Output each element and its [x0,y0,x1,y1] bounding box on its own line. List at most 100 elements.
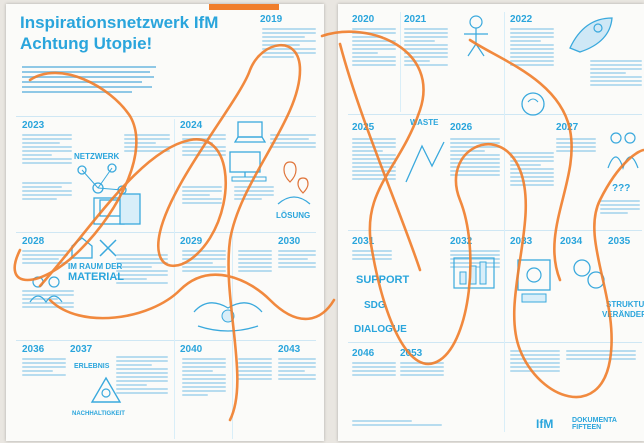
text-block [182,358,226,398]
year-label: 2035 [608,236,631,247]
year-label: 2053 [400,348,423,359]
year-label: 2037 [70,344,93,355]
divider [504,12,505,432]
chart-sketch-icon [453,257,495,289]
year-label: 2021 [404,14,427,25]
text-block [262,28,316,60]
year-label: 2043 [278,344,301,355]
text-block [352,28,396,68]
documenta-logo: DOKUMENTA FIFTEEN [572,417,617,431]
poster-left: Inspirationsnetzwerk IfM Achtung Utopie!… [6,4,324,441]
sketch-label-dialogue: DIALOGUE [354,324,407,335]
map-pins-sketch-icon [277,161,311,205]
text-block [352,362,396,378]
year-label: 2027 [556,122,579,133]
year-label: 2024 [180,120,203,131]
people-sketch-icon [29,276,63,304]
text-block [278,358,316,382]
sketch-label-sdg: SDG [364,300,386,311]
year-label: 2029 [180,236,203,247]
year-label: 2020 [352,14,375,25]
figure-sketch-icon [464,15,488,57]
year-label: 2032 [450,236,473,247]
documenta-logo-line2: FIFTEEN [572,424,602,431]
sketch-label-q: ??? [612,183,631,194]
text-block [278,250,316,270]
divider [348,114,642,115]
text-block [270,134,316,150]
documenta-logo-line1: DOKUMENTA [572,417,617,424]
year-label: 2019 [260,14,283,25]
text-block [590,60,642,88]
year-label: 2046 [352,348,375,359]
text-block [510,152,554,188]
year-label: 2030 [278,236,301,247]
poster-subtitle: Achtung Utopie! [20,34,153,53]
hands-sketch-icon [193,302,263,332]
sketch-label-struktur: STRUKTUR [606,300,644,309]
text-block [400,362,444,378]
text-block [182,134,226,158]
year-label: 2023 [22,120,45,131]
ifm-logo: IfM [536,417,554,431]
text-block [238,250,272,274]
text-block [600,200,640,216]
text-block [352,250,392,262]
machine-sketch-icon [517,259,551,303]
sketch-label-support: SUPPORT [356,274,410,286]
3d-printer-sketch-icon [93,193,141,225]
sketch-label-veraendern: VERÄNDERN [602,310,644,319]
house-sketch-icon [71,237,117,259]
poster-right: 2020 2021 2022 2025 2026 2027 2031 2032 … [338,4,644,441]
rocket-sketch-icon [569,17,613,53]
divider [16,340,316,341]
year-label: 2036 [22,344,45,355]
year-label: 2025 [352,122,375,133]
divider [348,230,642,231]
text-block [182,250,226,274]
text-block [352,138,396,182]
sketch-label-erlebnis: ERLEBNIS [74,363,110,370]
divider [16,232,316,233]
year-label: 2026 [450,122,473,133]
poster-title: Inspirationsnetzwerk IfM [20,13,219,32]
head-sketch-icon [521,92,545,116]
laptop-sketch-icon [234,121,266,143]
text-block [404,28,448,68]
gears-sketch-icon [573,259,605,289]
sketch-label-material: MATERIAL [68,271,125,283]
sketch-label-im-raum: IM RAUM DER [68,262,123,271]
text-block [566,350,636,362]
text-block [182,186,222,206]
footer-text [352,420,502,428]
divider [348,342,642,343]
orange-tab [209,4,279,10]
recycle-sketch-icon [90,376,122,403]
sketch-label-nachhaltigkeit: NACHHALTIGKEIT [72,411,125,417]
sketch-label-waste: WASTE [410,118,439,127]
sketch-label-loesung: LÖSUNG [276,211,311,220]
text-block [234,186,274,202]
divider [400,12,401,112]
year-label: 2040 [180,344,203,355]
text-block [22,182,72,202]
graph-sketch-icon [405,141,445,183]
crowd-sketch-icon [607,132,639,170]
text-block [556,138,596,154]
year-label: 2034 [560,236,583,247]
text-block [510,350,560,374]
intro-text [22,66,158,96]
year-label: 2022 [510,14,533,25]
text-block [22,134,72,166]
computer-sketch-icon [229,151,267,182]
year-label: 2033 [510,236,533,247]
divider [16,116,316,117]
text-block [22,358,66,378]
text-block [238,358,272,382]
text-block [450,138,500,178]
divider [174,119,175,439]
year-label: 2028 [22,236,45,247]
text-block [510,28,554,68]
text-block [124,134,170,154]
